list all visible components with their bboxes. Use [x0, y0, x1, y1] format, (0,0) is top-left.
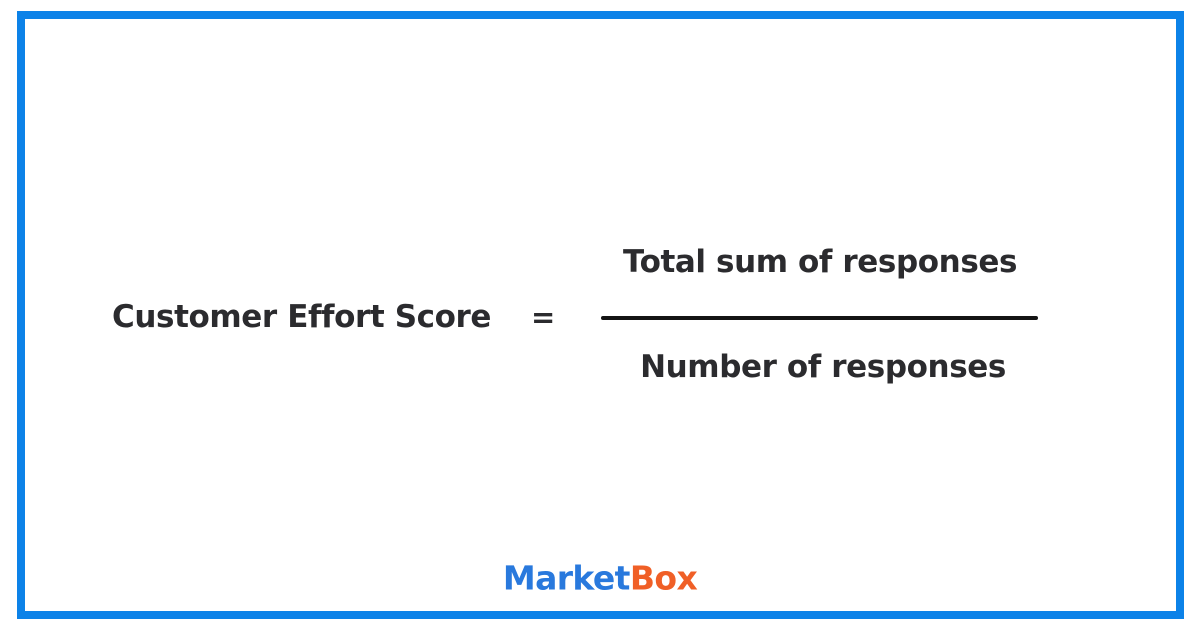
border-frame [17, 11, 1184, 619]
equals-sign: = [531, 300, 555, 334]
brand-logo: MarketBox [502, 558, 698, 598]
fraction-numerator: Total sum of responses [622, 244, 1018, 280]
formula-lhs: Customer Effort Score [112, 299, 492, 335]
logo-market-text: Market [502, 558, 631, 598]
fraction-denominator: Number of responses [640, 349, 1006, 385]
logo-box-text: Box [629, 558, 698, 598]
fraction-line [601, 316, 1038, 320]
